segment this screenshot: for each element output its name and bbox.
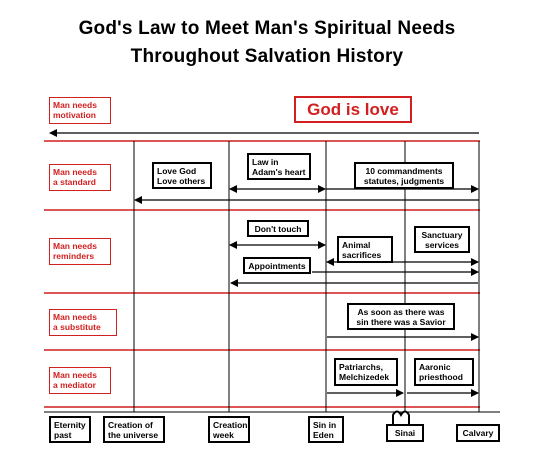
timeline-sinai-line1: Sinai: [394, 428, 416, 438]
box-appointments-line1: Appointments: [248, 261, 306, 271]
box-aaronic-line2: priesthood: [419, 372, 463, 382]
box-appointments: Appointments: [243, 257, 311, 274]
row-label-substitute: Man needs a substitute: [49, 309, 117, 336]
timeline-eternity-line2: past: [54, 430, 72, 440]
row-label-motivation: Man needs motivation: [49, 97, 111, 124]
timeline-sin-eden: Sin in Eden: [308, 416, 344, 443]
row-label-mediator-line1: Man needs: [53, 370, 97, 380]
row-label-standard: Man needs a standard: [49, 164, 111, 191]
row-label-reminders-line2: reminders: [53, 251, 95, 261]
row-label-mediator: Man needs a mediator: [49, 367, 111, 394]
box-aaronic: Aaronic priesthood: [414, 358, 474, 386]
row-label-motivation-line1: Man needs: [53, 100, 97, 110]
god-is-love-banner: God is love: [294, 96, 412, 123]
box-savior-line2: sin there was a Savior: [356, 317, 446, 327]
box-dont-touch: Don't touch: [247, 220, 309, 237]
timeline-verticals: [133, 141, 480, 412]
row-label-standard-line2: a standard: [53, 177, 96, 187]
timeline-calvary: Calvary: [456, 424, 500, 442]
box-ten-commandments: 10 commandments statutes, judgments: [354, 162, 454, 189]
box-love-god-line2: Love others: [157, 176, 206, 186]
row-label-standard-line1: Man needs: [53, 167, 97, 177]
timeline-creation-week-line2: week: [213, 430, 234, 440]
timeline-eternity-line1: Eternity: [54, 420, 86, 430]
box-patriarchs-line1: Patriarchs,: [339, 362, 383, 372]
box-dont-touch-line1: Don't touch: [254, 224, 302, 234]
timeline-calvary-line1: Calvary: [462, 428, 494, 438]
row-label-reminders: Man needs reminders: [49, 238, 111, 265]
box-adams-heart-line1: Law in: [252, 157, 279, 167]
box-savior-line1: As soon as there was: [357, 307, 445, 317]
box-ten-commandments-line1: 10 commandments: [365, 166, 443, 176]
title-line-1: God's Law to Meet Man's Spiritual Needs: [78, 18, 456, 39]
timeline-creation-week-line1: Creation: [213, 420, 248, 430]
row-label-reminders-line1: Man needs: [53, 241, 97, 251]
row-label-substitute-line1: Man needs: [53, 312, 97, 322]
title-line-2: Throughout Salvation History: [130, 46, 404, 67]
box-sanctuary-line1: Sanctuary: [421, 230, 463, 240]
row-label-mediator-line2: a mediator: [53, 380, 96, 390]
timeline-sin-eden-line2: Eden: [313, 430, 334, 440]
timeline-sin-eden-line1: Sin in: [313, 420, 337, 430]
box-sanctuary: Sanctuary services: [414, 226, 470, 253]
box-adams-heart-line2: Adam's heart: [252, 167, 306, 177]
box-aaronic-line1: Aaronic: [419, 362, 451, 372]
box-adams-heart: Law in Adam's heart: [247, 153, 311, 180]
timeline-creation-week: Creation week: [208, 416, 250, 443]
box-savior: As soon as there was sin there was a Sav…: [347, 303, 455, 330]
mountain-icon: [392, 410, 410, 425]
box-animal-sacrifices-line2: sacrifices: [342, 250, 382, 260]
box-animal-sacrifices: Animal sacrifices: [337, 236, 393, 263]
box-love-god: Love God Love others: [152, 162, 212, 189]
row-separators: [44, 140, 480, 408]
timeline-creation-universe-line1: Creation of: [108, 420, 153, 430]
row-label-motivation-line2: motivation: [53, 110, 96, 120]
timeline-eternity: Eternity past: [49, 416, 91, 443]
box-ten-commandments-line2: statutes, judgments: [363, 176, 445, 186]
box-patriarchs: Patriarchs, Melchizedek: [334, 358, 398, 386]
timeline-creation-universe-line2: the universe: [108, 430, 159, 440]
row-label-substitute-line2: a substitute: [53, 322, 101, 332]
box-sanctuary-line2: services: [424, 240, 460, 250]
box-patriarchs-line2: Melchizedek: [339, 372, 390, 382]
timeline-creation-universe: Creation of the universe: [103, 416, 165, 443]
timeline-sinai: Sinai: [386, 424, 424, 442]
box-animal-sacrifices-line1: Animal: [342, 240, 371, 250]
box-love-god-line1: Love God: [157, 166, 197, 176]
